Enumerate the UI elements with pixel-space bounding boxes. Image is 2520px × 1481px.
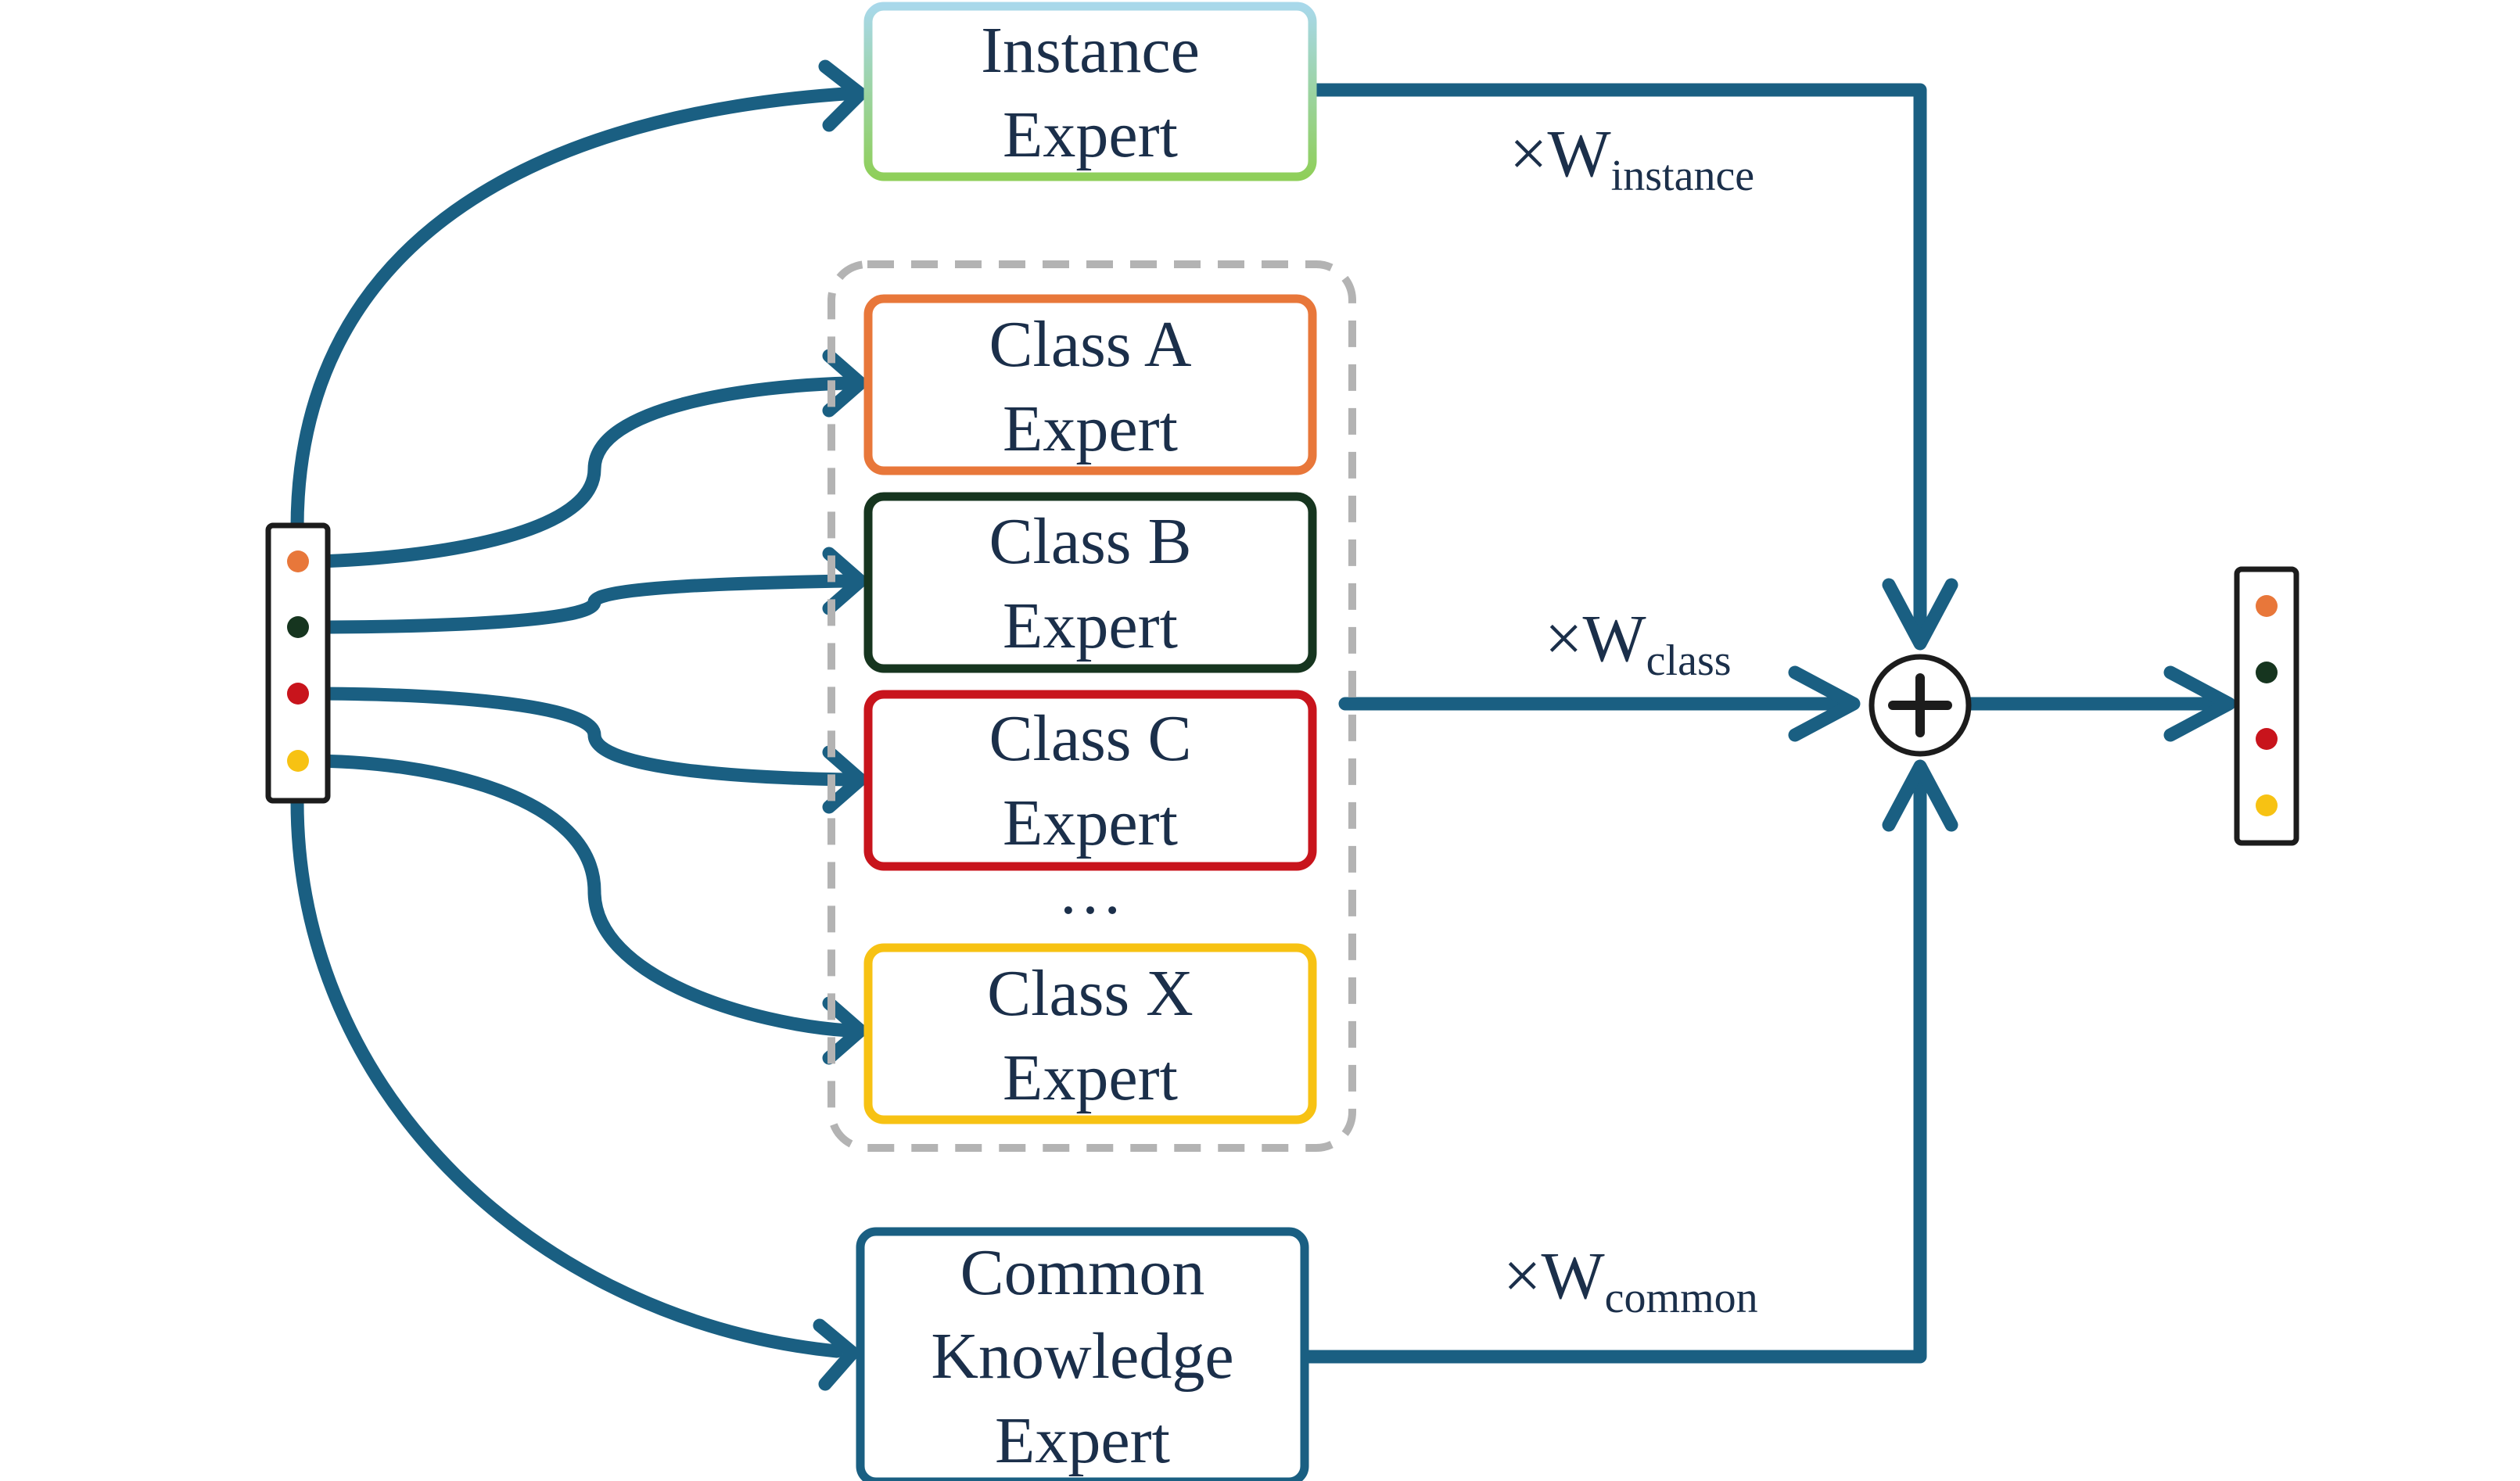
arrowhead-instance [818, 59, 867, 132]
class-x-expert-frame [863, 943, 1317, 1124]
class-x-expert-line1: Class X [987, 957, 1194, 1030]
arrowhead-common [813, 1318, 860, 1391]
output-dot-orange [2256, 595, 2278, 617]
weight-class-label: ×Wclass [1545, 601, 1732, 685]
arrowhead-sum-top [1882, 578, 1958, 651]
edge-red-to-class-c [300, 687, 856, 787]
instance-expert-line2: Expert [1003, 99, 1178, 171]
arrowhead-class-c [822, 745, 867, 814]
arrowhead-sum-bottom [1882, 759, 1958, 832]
arrowhead-class-a [822, 349, 867, 418]
class-a-expert-box: Class A Expert [863, 294, 1317, 475]
class-b-expert-line1: Class B [989, 505, 1191, 578]
output-vector-frame [2234, 566, 2299, 846]
edge-orange-to-class-a [300, 376, 856, 568]
class-a-expert-line2: Expert [1003, 393, 1178, 465]
class-c-expert-line1: Class C [989, 702, 1191, 775]
weight-instance-sub: instance [1611, 152, 1754, 200]
weight-class-sub: class [1646, 637, 1732, 685]
input-vector-frame [265, 522, 331, 804]
common-expert-frame [856, 1227, 1309, 1481]
weight-common-sub: common [1605, 1274, 1758, 1322]
arrowhead-output [2163, 665, 2236, 742]
edge-green-to-class-b [300, 574, 856, 634]
instance-expert-frame [863, 2, 1317, 181]
edge-yellow-to-class-x [300, 754, 856, 1038]
class-b-expert-line2: Expert [1003, 590, 1178, 662]
common-expert-line2: Knowledge [931, 1320, 1233, 1393]
common-expert-line3: Expert [995, 1404, 1170, 1477]
instance-expert-box: Instance Expert [863, 2, 1317, 181]
output-dot-yellow [2256, 794, 2278, 816]
input-vector [265, 522, 331, 804]
weight-instance-label: ×Winstance [1509, 116, 1754, 200]
edge-instance-to-sum [1307, 83, 1927, 644]
edge-input-to-instance [290, 87, 852, 535]
class-c-expert-frame [863, 690, 1317, 871]
class-experts-ellipsis: … [1057, 855, 1123, 928]
instance-expert-line1: Instance [981, 14, 1200, 87]
output-vector [2234, 566, 2299, 846]
class-x-expert-line2: Expert [1003, 1042, 1178, 1114]
input-dot-green [287, 616, 309, 638]
weight-common-prefix: ×W [1503, 1238, 1605, 1313]
edge-common-to-sum [1299, 763, 1927, 1364]
class-b-expert-frame [863, 492, 1317, 673]
arrowhead-class-b [822, 547, 867, 615]
connections [290, 83, 2232, 1364]
common-expert-box: Common Knowledge Expert [856, 1227, 1309, 1481]
class-b-expert-box: Class B Expert [863, 492, 1317, 673]
weight-class-prefix: ×W [1545, 601, 1646, 676]
common-expert-line1: Common [960, 1236, 1205, 1309]
arrowheads [813, 59, 2236, 1391]
weight-instance-prefix: ×W [1509, 116, 1611, 191]
input-dot-orange [287, 550, 309, 572]
class-c-expert-line2: Expert [1003, 787, 1178, 859]
output-dot-green [2256, 662, 2278, 683]
class-a-expert-frame [863, 294, 1317, 475]
input-dot-red [287, 683, 309, 705]
edge-input-to-common [290, 794, 844, 1358]
output-dot-red [2256, 728, 2278, 750]
class-experts-group [827, 260, 1356, 1152]
class-a-expert-line1: Class A [989, 308, 1191, 381]
input-dot-yellow [287, 750, 309, 772]
class-c-expert-box: Class C Expert [863, 690, 1317, 871]
sum-node [1868, 654, 1972, 757]
arrowhead-class-x [822, 996, 867, 1065]
weight-common-label: ×Wcommon [1503, 1238, 1758, 1322]
arrowhead-sum-left [1788, 665, 1861, 742]
class-x-expert-box: Class X Expert [863, 943, 1317, 1124]
